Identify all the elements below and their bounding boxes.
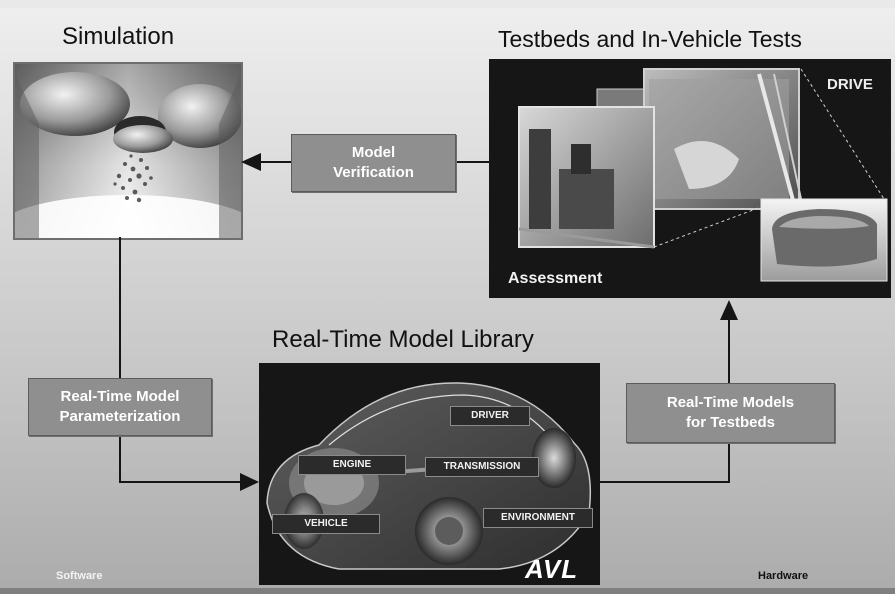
testbed-models-line-2: for Testbeds (686, 414, 775, 431)
connector-library-to-testbed-models (600, 441, 730, 483)
library-title: Real-Time Model Library (272, 326, 534, 353)
hardware-label: Hardware (758, 570, 809, 582)
software-label: Software (56, 570, 103, 582)
simulation-title: Simulation (62, 23, 175, 50)
driver-tag: DRIVER (450, 406, 530, 426)
connector-parameterization-to-library (119, 434, 243, 483)
arrowhead-right-icon (240, 473, 259, 491)
transmission-tag: TRANSMISSION (425, 457, 539, 477)
testbeds-title: Testbeds and In-Vehicle Tests (498, 26, 802, 52)
arrowhead-left-icon (241, 153, 261, 171)
parameterization-line-2: Parameterization (59, 408, 181, 425)
testbed-models-line-1: Real-Time Models (666, 394, 795, 411)
drive-label: DRIVE (827, 76, 873, 93)
engine-tag: ENGINE (298, 455, 406, 475)
model-verification-line-2: Verification (333, 164, 414, 181)
parameterization-line-1: Real-Time Model (60, 388, 180, 405)
vehicle-tag: VEHICLE (272, 514, 380, 534)
arrowhead-up-icon (720, 300, 738, 320)
testbed-models-box: Real-Time Models for Testbeds (626, 383, 835, 443)
model-verification-box: Model Verification (291, 134, 456, 192)
combustion-chamber-illustration (15, 64, 241, 238)
assessment-label: Assessment (508, 270, 603, 287)
parameterization-box: Real-Time Model Parameterization (28, 378, 212, 436)
simulation-image (13, 62, 243, 240)
model-verification-line-1: Model (351, 144, 396, 161)
environment-tag: ENVIRONMENT (483, 508, 593, 528)
testbed-photo-collage (518, 68, 888, 282)
avl-logo: AVL (525, 554, 579, 584)
